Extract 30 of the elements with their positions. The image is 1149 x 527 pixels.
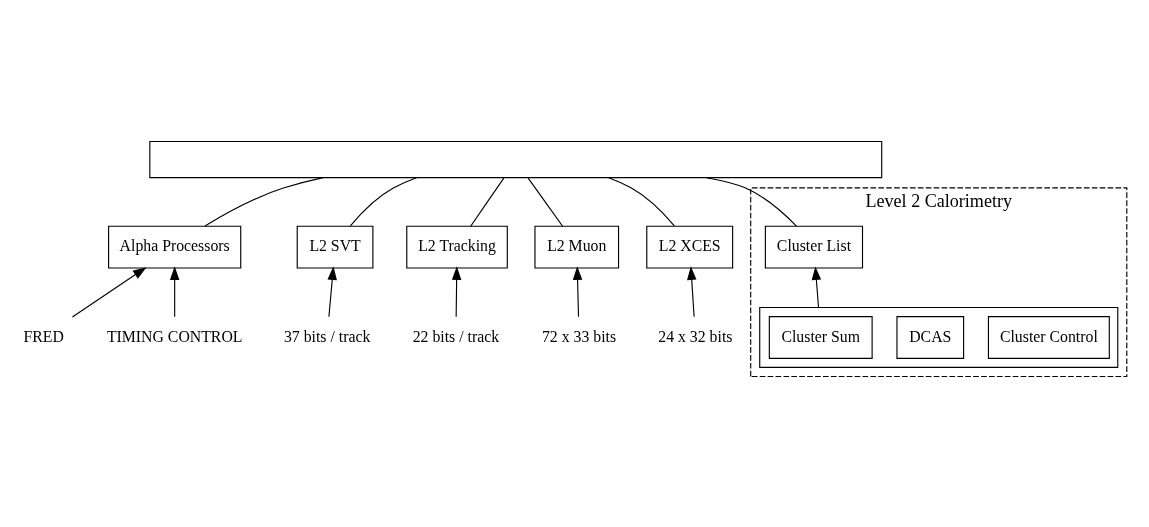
node-text: 72 x 33 bits (541, 327, 617, 345)
node-box: DCAS (896, 316, 965, 359)
connector (470, 177, 505, 227)
cluster (759, 307, 1119, 368)
arrow (811, 266, 822, 309)
connector (349, 177, 418, 227)
node-box: L2 XCES (646, 225, 734, 269)
node-text: 37 bits / track (283, 327, 371, 345)
connector (705, 177, 797, 227)
arrow (687, 266, 697, 318)
arrow (451, 266, 462, 318)
node-box: L2 Tracking (406, 225, 508, 269)
node-text: 24 x 32 bits (658, 327, 733, 345)
node-box: Alpha Processors (108, 225, 242, 269)
connector (204, 177, 324, 227)
node-text: TIMING CONTROL (106, 327, 243, 345)
node-box: Cluster Control (987, 316, 1110, 359)
arrow (572, 266, 583, 318)
node-box (149, 140, 883, 179)
arrow (327, 266, 337, 318)
arrow (71, 267, 147, 318)
connector (527, 177, 564, 227)
arrow (169, 266, 180, 318)
node-text: FRED (23, 327, 64, 345)
node-box: L2 Muon (534, 225, 620, 269)
node-box: Cluster List (764, 225, 864, 269)
node-text: 22 bits / track (412, 327, 500, 345)
node-box: L2 SVT (296, 225, 374, 269)
connector (608, 177, 675, 227)
node-box: Cluster Sum (768, 316, 873, 359)
